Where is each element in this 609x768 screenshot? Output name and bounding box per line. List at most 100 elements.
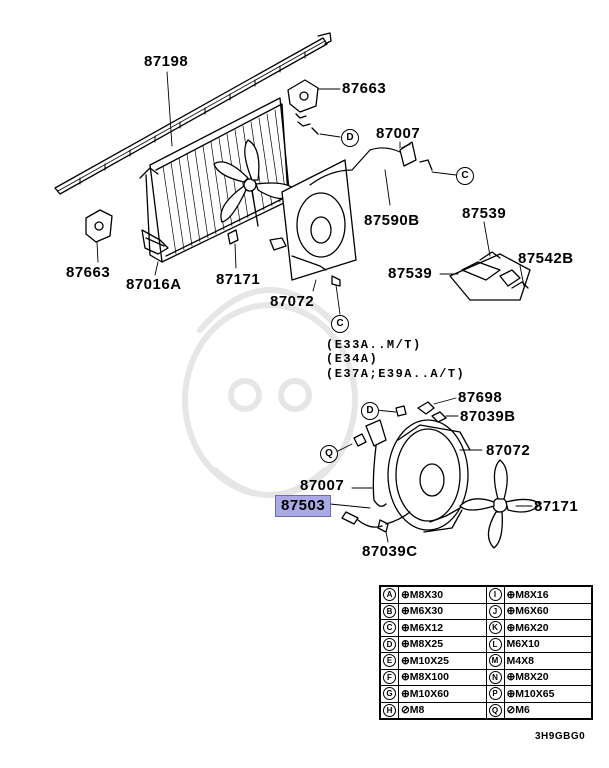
leader-c-mid — [335, 284, 341, 315]
part-label-87007-bottom[interactable]: 87007 — [300, 477, 345, 494]
part-label-87663-left[interactable]: 87663 — [66, 264, 111, 281]
note-e37a: (E37A;E39A..A/T) — [326, 367, 466, 381]
legend-spec: ⊘M8 — [398, 701, 487, 719]
callout-q: Q — [320, 445, 338, 463]
legend-key-letter: Q — [488, 703, 502, 717]
part-label-87016A[interactable]: 87016A — [126, 276, 182, 293]
motor-87007-top — [399, 141, 433, 171]
motor-87007-bottom — [365, 419, 387, 507]
leader-87016A — [154, 261, 159, 276]
part-label-87171-top[interactable]: 87171 — [216, 271, 261, 288]
leader-87072-top — [312, 279, 317, 292]
leader-q — [335, 443, 353, 453]
harness-87590B — [309, 147, 401, 186]
bracket-87663-left — [85, 209, 113, 243]
part-label-87698[interactable]: 87698 — [458, 389, 503, 406]
leader-d-top — [319, 133, 341, 138]
part-label-87072-bottom[interactable]: 87072 — [486, 442, 531, 459]
bracket-87663-top — [287, 79, 319, 135]
part-label-87503-highlighted[interactable]: 87503 — [275, 495, 332, 517]
legend-spec: ⊕M8X100 — [398, 668, 487, 686]
leader-87542B — [519, 265, 525, 287]
connectors-87039C — [341, 507, 461, 533]
legend-spec: ⊘M6 — [503, 701, 592, 719]
leader-87590B — [384, 169, 391, 206]
legend-spec: ⊕M6X60 — [503, 602, 592, 620]
callout-d-top: D — [341, 129, 359, 147]
legend-spec: ⊕M8X30 — [398, 586, 487, 604]
legend-spec: ⊕M10X65 — [503, 685, 592, 703]
part-label-87590B[interactable]: 87590B — [364, 212, 420, 229]
watermark-emblem — [182, 287, 358, 498]
legend-key-letter: L — [488, 637, 502, 651]
part-label-87039C[interactable]: 87039C — [362, 543, 418, 560]
legend-key-letter: P — [488, 687, 502, 701]
legend-key: C — [380, 619, 399, 637]
part-label-87539-mid[interactable]: 87539 — [388, 265, 433, 282]
legend-key-letter: C — [383, 621, 396, 635]
legend-key-letter: G — [383, 687, 396, 701]
legend-spec: ⊕M8X20 — [503, 668, 592, 686]
seal-strip-87198 — [54, 32, 332, 195]
part-label-87198[interactable]: 87198 — [144, 53, 189, 70]
legend-key-letter: J — [488, 604, 502, 618]
legend-key: A — [380, 586, 399, 604]
legend-key: E — [380, 652, 399, 670]
legend-spec: ⊕M6X20 — [503, 619, 592, 637]
leader-87171-top — [234, 243, 237, 269]
legend-key-letter: H — [383, 703, 396, 717]
legend-key: I — [485, 586, 505, 604]
part-label-87539-top[interactable]: 87539 — [462, 205, 507, 222]
legend-key: H — [380, 701, 399, 719]
legend-spec: ⊕M10X60 — [398, 685, 487, 703]
legend-spec: ⊕M8X16 — [503, 586, 592, 604]
legend-key: K — [485, 619, 505, 637]
legend-key: M — [485, 652, 505, 670]
leader-87198 — [166, 71, 173, 147]
legend-spec: ⊕M6X30 — [398, 602, 487, 620]
part-label-87039B[interactable]: 87039B — [460, 408, 516, 425]
leader-87539-top — [483, 221, 491, 257]
fan-87171-top — [213, 139, 297, 245]
legend-key: F — [380, 668, 399, 686]
legend-key: P — [485, 685, 505, 703]
legend-key-letter: F — [383, 670, 396, 684]
legend-key: D — [380, 635, 399, 653]
fan-87171-bottom — [459, 459, 541, 549]
leader-87503 — [329, 503, 371, 509]
nut-87698 — [417, 401, 435, 415]
leader-87039C — [385, 531, 389, 543]
legend-key-letter: K — [488, 621, 502, 635]
bolt-q — [353, 433, 367, 447]
part-label-87072-top[interactable]: 87072 — [270, 293, 315, 310]
callout-c-mid: C — [331, 315, 349, 333]
relay-box-87539 — [449, 251, 531, 301]
legend-key-letter: E — [383, 654, 396, 668]
callout-c-right: C — [456, 167, 474, 185]
part-label-87007-top[interactable]: 87007 — [376, 125, 421, 142]
legend-key: G — [380, 685, 399, 703]
leader-87663-left — [96, 241, 99, 263]
part-label-87542B[interactable]: 87542B — [518, 250, 574, 267]
diagram-code: 3H9GBG0 — [535, 731, 586, 742]
leader-87698 — [433, 397, 457, 405]
legend-key-letter: D — [383, 637, 396, 651]
legend-spec: ⊕M6X12 — [398, 619, 487, 637]
condenser-87016A — [139, 97, 291, 263]
legend-key-letter: I — [488, 588, 502, 602]
nut-87039B — [431, 411, 447, 423]
part-label-87171-bottom[interactable]: 87171 — [534, 498, 579, 515]
legend-key: J — [485, 602, 505, 620]
leader-c-right — [431, 171, 457, 176]
part-label-87663-top[interactable]: 87663 — [342, 80, 387, 97]
legend-key: N — [485, 668, 505, 686]
leader-d-bottom — [375, 409, 397, 413]
